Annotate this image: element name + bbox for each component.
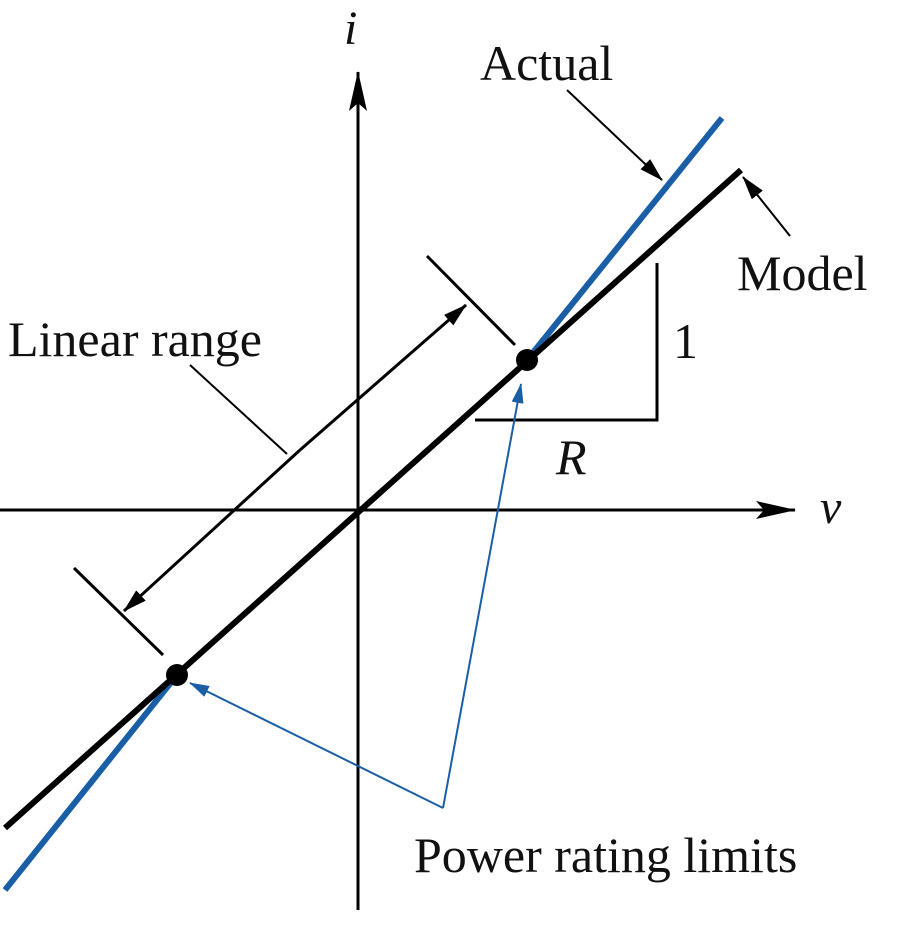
actual-label: Actual (480, 35, 613, 91)
upper-limit-point (516, 349, 538, 371)
linear-range-arrow-up (299, 303, 467, 452)
linear-range-tick-lower (72, 566, 165, 657)
power-limit-arrow-lower (189, 682, 444, 809)
model-leader-arrow (742, 176, 791, 237)
actual-line-upper (524, 116, 725, 362)
linear-range-leader (189, 364, 288, 455)
linear-range-tick-upper (425, 254, 517, 347)
linear-range-arrow-down (122, 448, 302, 613)
power-limit-arrow-upper (442, 383, 524, 809)
slope-rise-label: 1 (673, 313, 698, 369)
linear-range-label: Linear range (8, 311, 262, 367)
i-axis-label: i (344, 2, 357, 55)
actual-leader-arrow (566, 89, 663, 181)
model-line (3, 167, 743, 831)
slope-run-label: R (555, 429, 587, 485)
power-rating-limits-label: Power rating limits (414, 827, 797, 883)
actual-line-lower (2, 673, 180, 892)
model-label: Model (737, 245, 868, 301)
slope-triangle (475, 263, 659, 422)
lower-limit-point (166, 664, 188, 686)
v-axis-label: v (820, 481, 842, 534)
